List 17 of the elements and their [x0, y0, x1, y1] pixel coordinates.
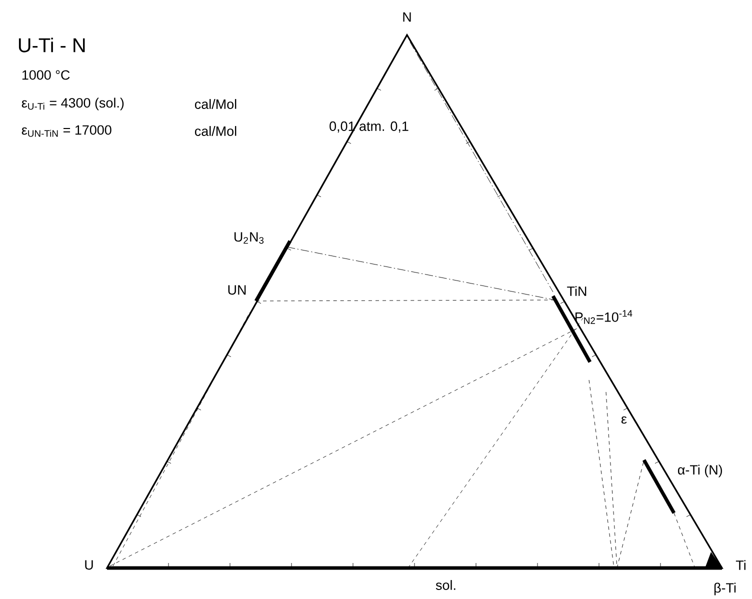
pressure-label: 0,01 atm. 0,1	[330, 121, 408, 133]
temperature-label: 1000 °C	[22, 70, 70, 80]
phase-label: U$_{2}$N$_{3}$	[234, 232, 264, 244]
phase-label: α-Ti (N)	[678, 464, 722, 478]
unit-label: cal/Mol	[194, 126, 236, 136]
phase-label: TiN	[567, 286, 586, 296]
energy-label: ε$_{UN-TiN}$ = 17000	[22, 125, 112, 137]
phase-label: ε	[621, 416, 627, 424]
vertex-label: U	[85, 560, 93, 570]
energy-label: ε$_{U-Ti}$ = 4300 (sol.)	[22, 98, 124, 110]
unit-label: cal/Mol	[194, 99, 236, 109]
region-label: sol.	[436, 580, 456, 590]
phase-label: UN	[228, 285, 246, 295]
diagram-title: U-Ti - N	[18, 38, 85, 52]
vertex-label: N	[403, 12, 411, 22]
vertex-label: Ti	[736, 560, 746, 570]
phase-label: β-Ti	[714, 582, 736, 596]
